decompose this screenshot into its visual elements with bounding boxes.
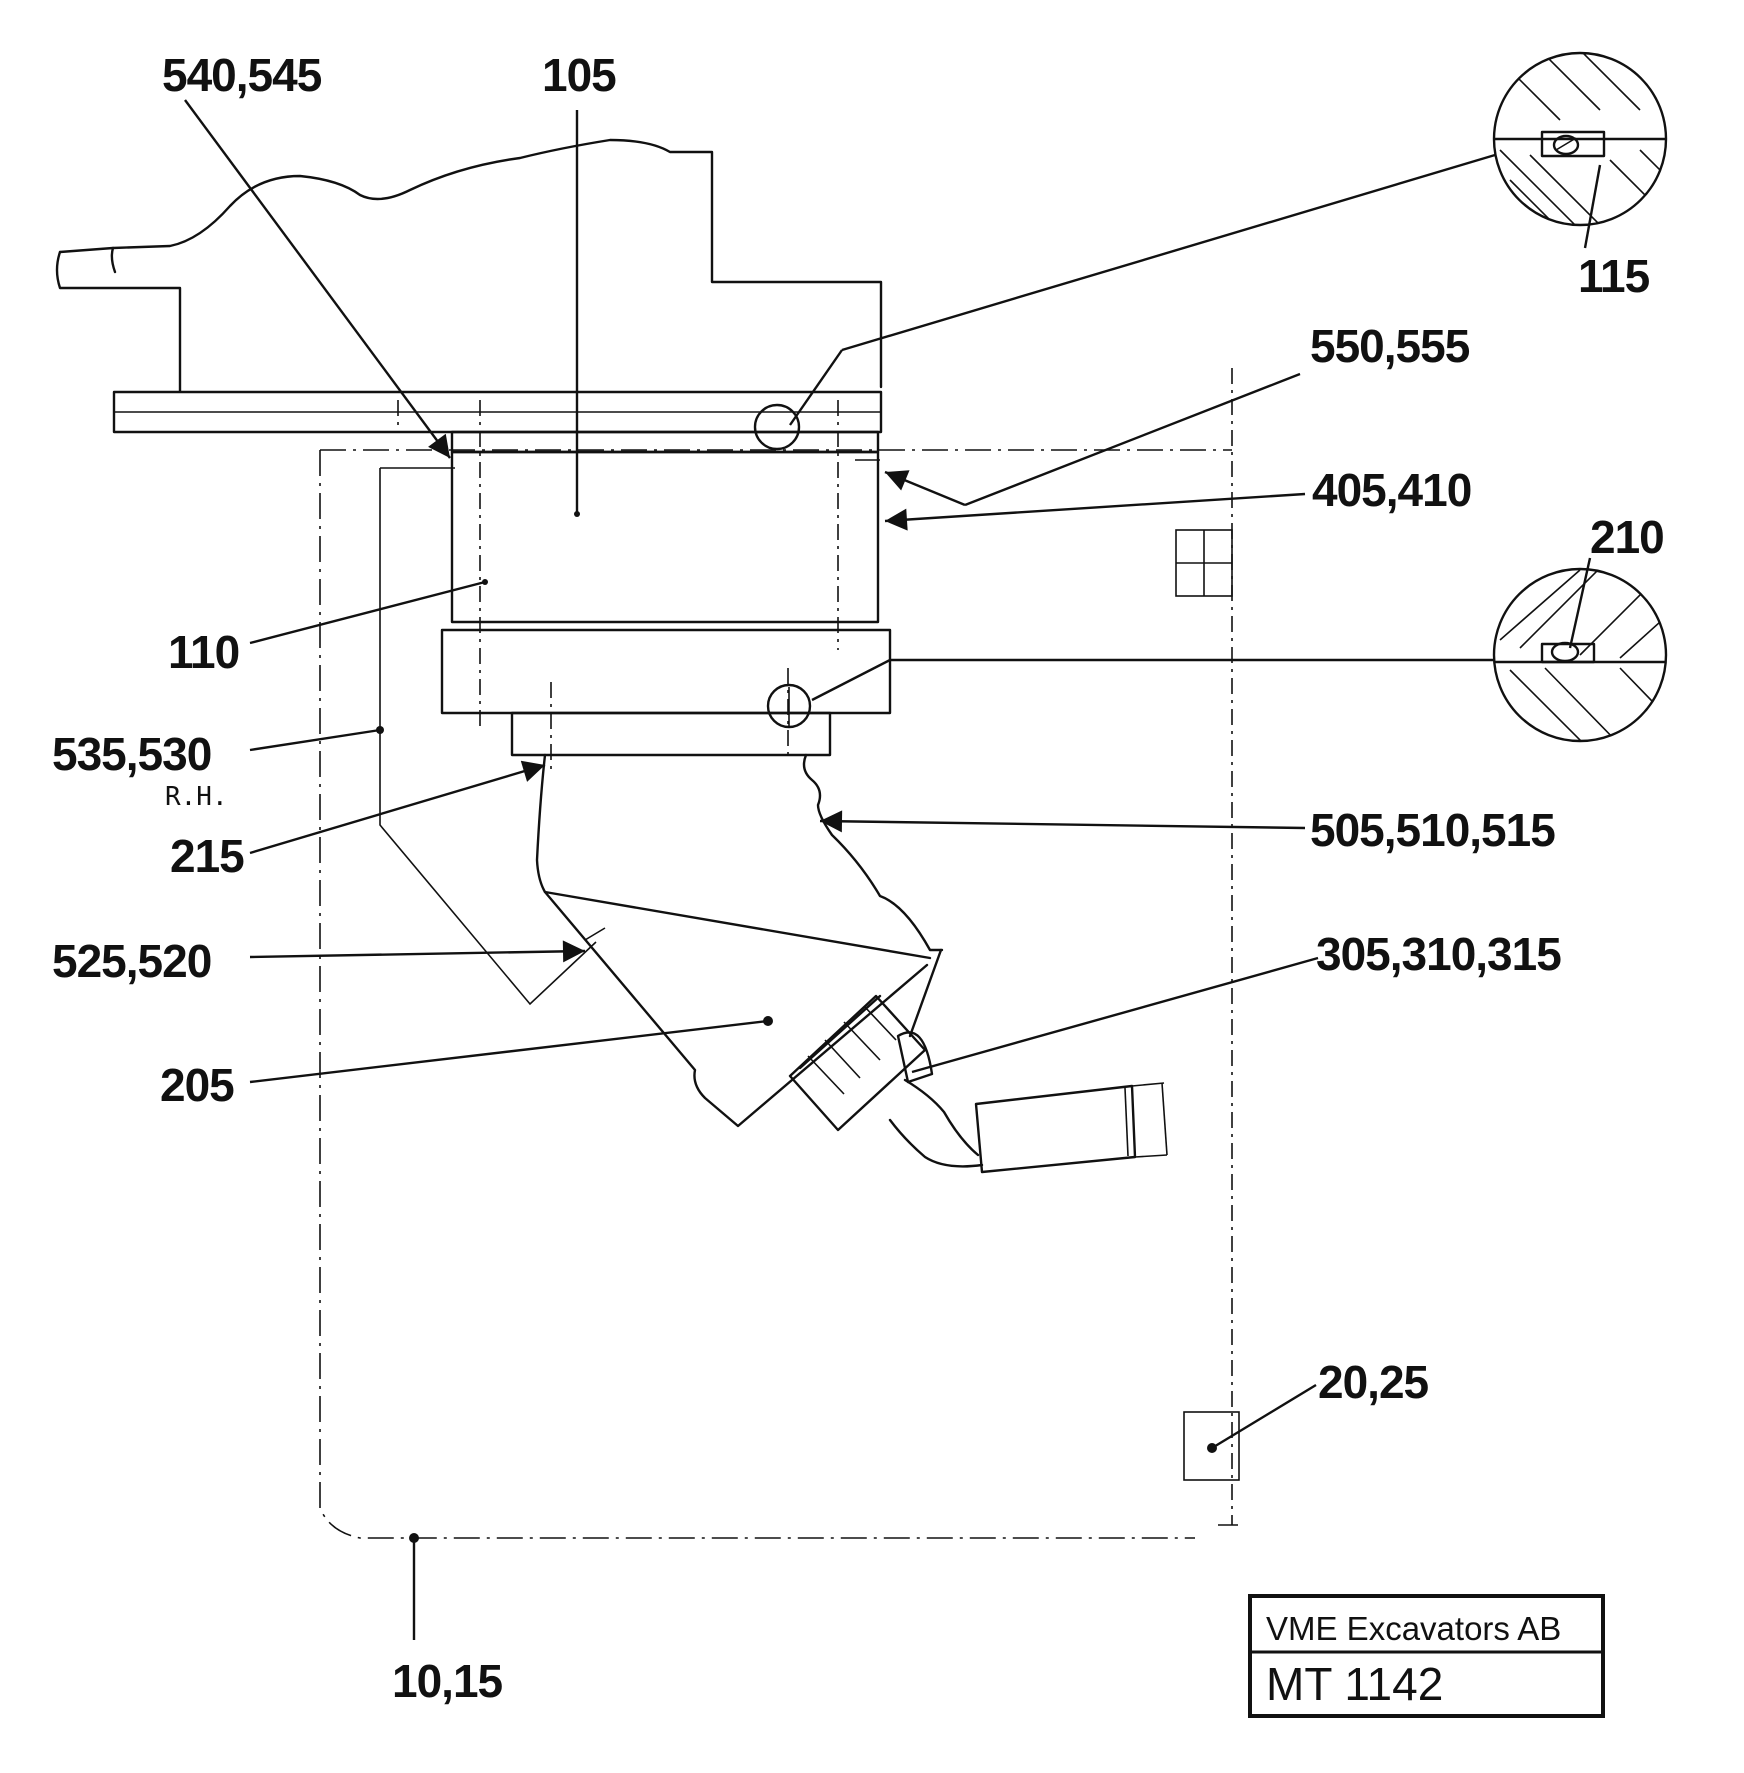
callout-535-530: 535,530 [52, 728, 211, 780]
seal-position-115 [753, 403, 801, 451]
callout-105: 105 [542, 49, 616, 101]
callout-550-555: 550,555 [1310, 320, 1470, 372]
bolt-square-20-25 [1183, 1411, 1240, 1481]
callout-505-510-515: 505,510,515 [1310, 804, 1555, 856]
callout-10-15: 10,15 [392, 1655, 503, 1707]
flange-plate [440, 628, 892, 770]
hydraulic-motor-205 [535, 753, 944, 1128]
callout-115: 115 [1578, 250, 1650, 302]
callout-rh: R.H. [165, 782, 228, 812]
leader-lines [184, 99, 1602, 1640]
detail-seal-210 [1492, 567, 1668, 743]
cylinder-block-105 [397, 110, 880, 730]
bracket-square [1175, 529, 1233, 597]
title-block-company: VME Excavators AB [1266, 1610, 1561, 1647]
callout-205: 205 [160, 1059, 234, 1111]
callout-540-545: 540,545 [162, 49, 322, 101]
callout-305-310-315: 305,310,315 [1316, 928, 1561, 980]
callout-210: 210 [1590, 511, 1664, 563]
title-block-code: MT 1142 [1266, 1658, 1443, 1710]
mounting-plate [112, 390, 883, 434]
hydraulic-hose [888, 1078, 1168, 1174]
callout-525-520: 525,520 [52, 935, 211, 987]
detail-seal-115 [1492, 51, 1668, 227]
title-block: VME Excavators AB MT 1142 [1248, 1594, 1605, 1718]
upper-housing [55, 138, 883, 393]
callout-110: 110 [168, 626, 239, 678]
callout-215: 215 [170, 830, 244, 882]
callout-20-25: 20,25 [1318, 1356, 1429, 1408]
hose-fitting-305 [788, 994, 934, 1132]
callout-405-410: 405,410 [1312, 464, 1471, 516]
